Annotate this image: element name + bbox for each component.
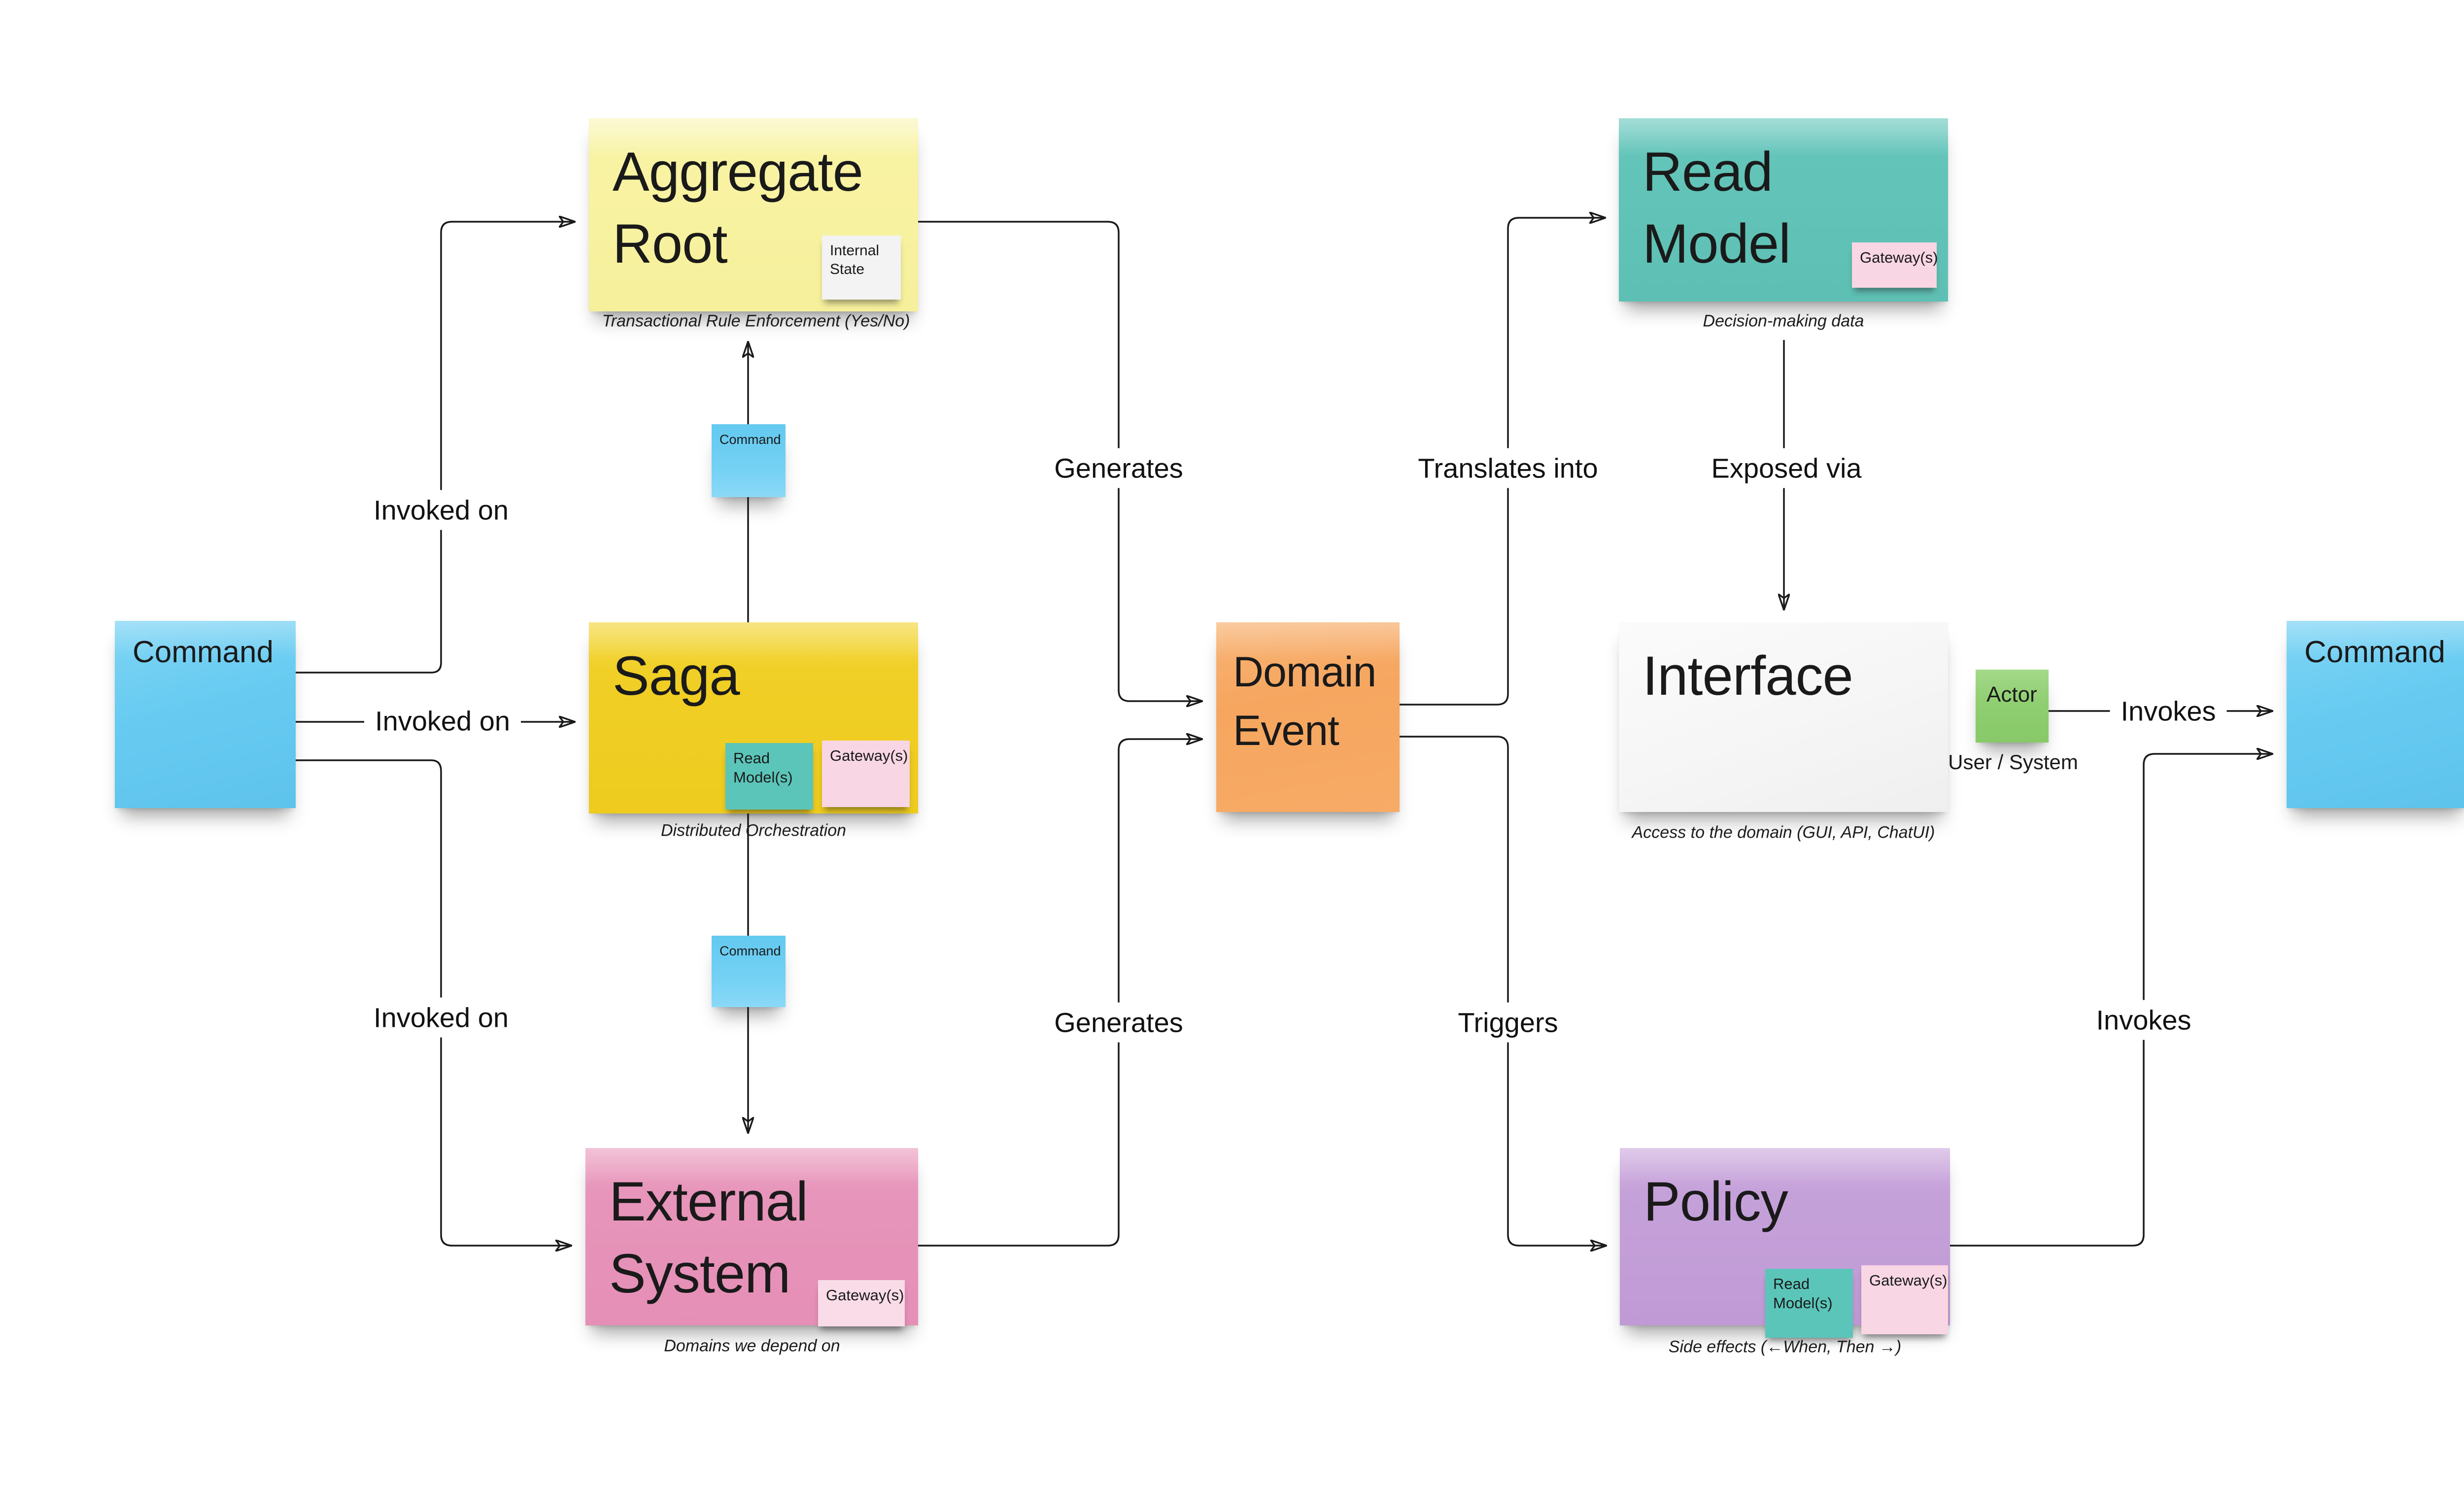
gateways-note[interactable]: Gateway(s) — [822, 741, 910, 807]
edge-label-invokes-2[interactable]: Invokes — [2085, 1000, 2202, 1040]
sticky-title: Interface — [1643, 645, 1853, 707]
note-label: Internal State — [830, 242, 880, 277]
sticky-title: Command — [2304, 635, 2445, 669]
gateways-note[interactable]: Gateway(s) — [1861, 1265, 1948, 1334]
sticky-command-small-top[interactable]: Command — [712, 424, 786, 497]
sticky-policy[interactable]: Policy Read Model(s) Gateway(s) — [1620, 1148, 1950, 1338]
caption-aggregate-root[interactable]: Transactional Rule Enforcement (Yes/No) — [602, 311, 910, 331]
caption-read-model[interactable]: Decision-making data — [1703, 311, 1864, 331]
sticky-title: External System — [609, 1171, 808, 1304]
sticky-title: Read Model — [1643, 141, 1791, 274]
edge-label-triggers[interactable]: Triggers — [1447, 1002, 1569, 1043]
edge-label-translates-into[interactable]: Translates into — [1407, 448, 1609, 488]
edge-label-invoked-on-3[interactable]: Invoked on — [363, 997, 519, 1038]
connector-policy-to-command[interactable] — [1950, 754, 2272, 1247]
sticky-title: Actor — [1986, 682, 2037, 707]
sticky-actor[interactable]: Actor — [1976, 670, 2049, 743]
sticky-title: Command — [133, 635, 274, 669]
note-label: Gateway(s) — [826, 1287, 904, 1304]
read-models-note[interactable]: Read Model(s) — [1765, 1269, 1853, 1338]
note-label: Read Model(s) — [733, 749, 793, 786]
sticky-read-model[interactable]: Read Model Gateway(s) — [1619, 118, 1948, 302]
read-models-note[interactable]: Read Model(s) — [725, 743, 813, 810]
sticky-title: Command — [719, 432, 781, 447]
note-label: Read Model(s) — [1773, 1275, 1833, 1312]
gateways-note[interactable]: Gateway(s) — [818, 1280, 905, 1326]
actor-caption[interactable]: User / System — [1948, 750, 2078, 774]
sticky-title: Domain Event — [1233, 648, 1376, 754]
gateways-note[interactable]: Gateway(s) — [1852, 242, 1938, 288]
sticky-command-small-bottom[interactable]: Command — [712, 936, 786, 1007]
sticky-interface[interactable]: Interface — [1619, 622, 1948, 812]
note-label: Gateway(s) — [830, 747, 908, 764]
note-label: Gateway(s) — [1869, 1272, 1948, 1289]
caption-policy[interactable]: Side effects (←When, Then →) — [1668, 1337, 1902, 1356]
sticky-aggregate-root[interactable]: Aggregate Root Internal State — [589, 118, 918, 311]
sticky-title: Policy — [1643, 1171, 1788, 1232]
sticky-external-system[interactable]: External System Gateway(s) — [585, 1148, 918, 1326]
sticky-saga[interactable]: Saga Read Model(s) Gateway(s) — [589, 622, 918, 813]
connector-external-system-to-domain-event[interactable] — [918, 739, 1201, 1247]
sticky-command-left[interactable]: Command — [115, 621, 296, 808]
internal-state-note[interactable]: Internal State — [822, 236, 901, 300]
connector-command-to-aggregate-root[interactable] — [296, 222, 574, 674]
caption-external-system[interactable]: Domains we depend on — [664, 1336, 840, 1355]
edge-label-invoked-on-1[interactable]: Invoked on — [363, 490, 519, 530]
connector-domain-event-to-policy[interactable] — [1400, 736, 1606, 1246]
edge-label-exposed-via[interactable]: Exposed via — [1700, 448, 1873, 488]
sticky-title: Saga — [613, 645, 740, 707]
sticky-domain-event[interactable]: Domain Event — [1216, 622, 1400, 812]
caption-saga[interactable]: Distributed Orchestration — [660, 821, 847, 840]
edge-label-invokes-1[interactable]: Invokes — [2110, 691, 2227, 731]
sticky-title: Command — [719, 944, 781, 958]
caption-interface[interactable]: Access to the domain (GUI, API, ChatUI) — [1632, 823, 1935, 842]
edge-label-generates-2[interactable]: Generates — [1043, 1002, 1194, 1043]
sticky-command-right[interactable]: Command — [2287, 621, 2464, 808]
edge-label-generates-1[interactable]: Generates — [1043, 448, 1194, 488]
note-label: Gateway(s) — [1860, 249, 1938, 266]
edge-label-invoked-on-2[interactable]: Invoked on — [364, 701, 521, 741]
sticky-title: Aggregate Root — [613, 141, 863, 274]
